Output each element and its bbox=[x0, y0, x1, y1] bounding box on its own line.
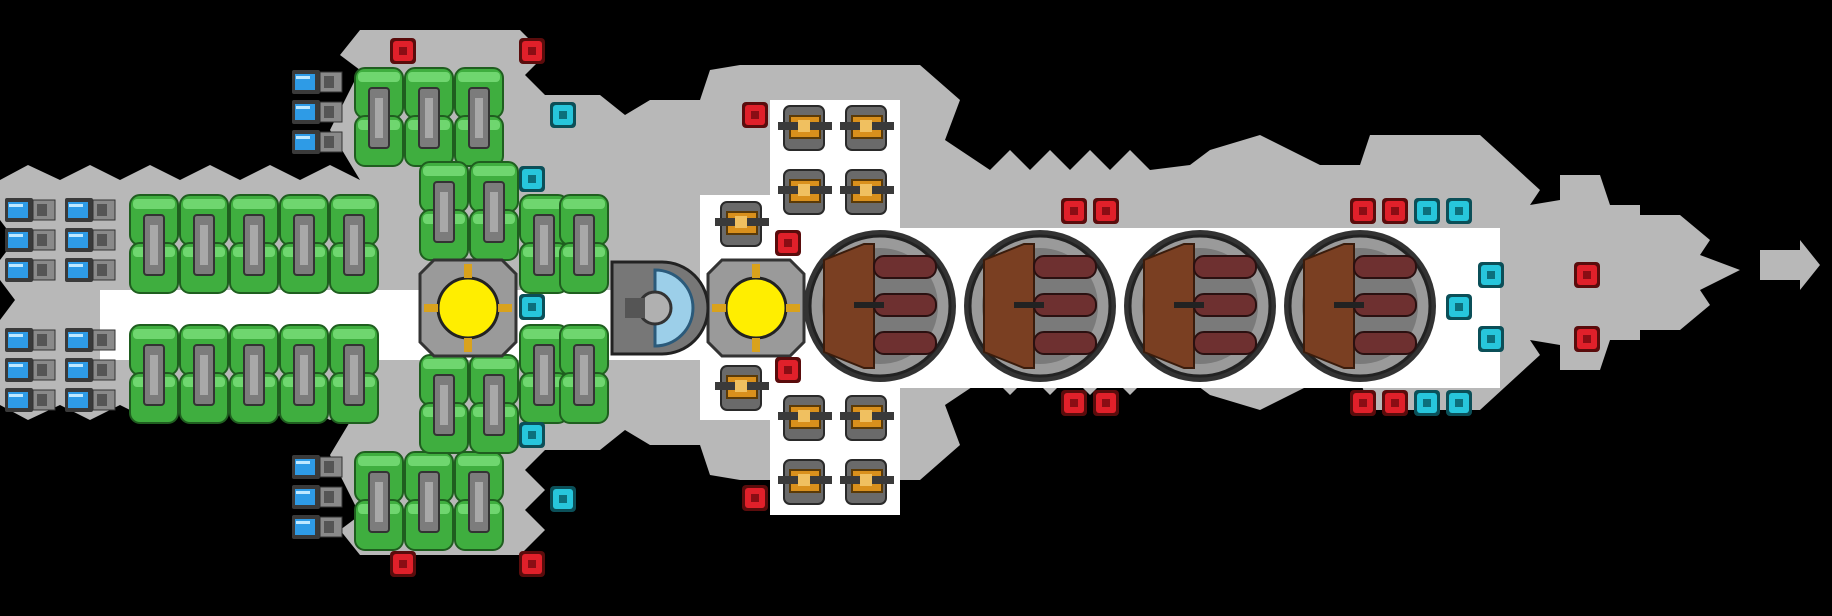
red-block-icon bbox=[775, 230, 801, 256]
cyan-block-icon bbox=[519, 422, 545, 448]
orange-gun-turret-icon bbox=[777, 459, 833, 505]
green-tank-icon bbox=[179, 324, 229, 424]
orange-gun-turret-icon bbox=[777, 395, 833, 441]
green-tank-icon bbox=[329, 324, 379, 424]
cyan-block-icon bbox=[1478, 262, 1504, 288]
blue-thruster-icon bbox=[64, 257, 116, 283]
red-block-icon bbox=[742, 102, 768, 128]
red-block-icon bbox=[775, 357, 801, 383]
green-tank-icon bbox=[229, 324, 279, 424]
triple-barrel-cannon-icon bbox=[802, 228, 958, 384]
cyan-block-icon bbox=[1414, 198, 1440, 224]
blue-thruster-icon bbox=[291, 484, 343, 510]
blue-thruster-icon bbox=[64, 227, 116, 253]
red-block-icon bbox=[742, 485, 768, 511]
orange-gun-turret-icon bbox=[839, 169, 895, 215]
yellow-reactor-core-icon bbox=[706, 258, 806, 358]
green-tank-icon bbox=[329, 194, 379, 294]
blue-thruster-icon bbox=[64, 327, 116, 353]
green-tank-icon bbox=[454, 451, 504, 551]
cyan-block-icon bbox=[1446, 198, 1472, 224]
blue-thruster-icon bbox=[4, 387, 56, 413]
red-block-icon bbox=[1574, 326, 1600, 352]
green-tank-icon bbox=[354, 67, 404, 167]
red-block-icon bbox=[1382, 198, 1408, 224]
red-block-icon bbox=[519, 38, 545, 64]
blue-thruster-icon bbox=[291, 514, 343, 540]
green-tank-icon bbox=[469, 354, 519, 454]
green-tank-icon bbox=[404, 451, 454, 551]
blue-thruster-icon bbox=[291, 454, 343, 480]
orange-gun-turret-icon bbox=[839, 459, 895, 505]
triple-barrel-cannon-icon bbox=[1122, 228, 1278, 384]
green-tank-icon bbox=[454, 67, 504, 167]
blue-thruster-icon bbox=[4, 357, 56, 383]
green-tank-icon bbox=[179, 194, 229, 294]
cyan-block-icon bbox=[519, 166, 545, 192]
blue-thruster-icon bbox=[64, 387, 116, 413]
green-tank-icon bbox=[419, 161, 469, 261]
red-block-icon bbox=[1061, 390, 1087, 416]
red-block-icon bbox=[1350, 198, 1376, 224]
blue-thruster-icon bbox=[4, 257, 56, 283]
green-tank-icon bbox=[229, 194, 279, 294]
red-block-icon bbox=[1093, 198, 1119, 224]
orange-gun-turret-icon bbox=[714, 365, 770, 411]
cyan-block-icon bbox=[1414, 390, 1440, 416]
red-block-icon bbox=[1350, 390, 1376, 416]
green-tank-icon bbox=[559, 194, 609, 294]
orange-gun-turret-icon bbox=[714, 201, 770, 247]
blue-thruster-icon bbox=[4, 197, 56, 223]
yellow-reactor-core-icon bbox=[418, 258, 518, 358]
orange-gun-turret-icon bbox=[777, 105, 833, 151]
orange-gun-turret-icon bbox=[777, 169, 833, 215]
blue-thruster-icon bbox=[291, 129, 343, 155]
green-tank-icon bbox=[129, 324, 179, 424]
green-tank-icon bbox=[404, 67, 454, 167]
green-tank-icon bbox=[559, 324, 609, 424]
blue-thruster-icon bbox=[291, 69, 343, 95]
cyan-block-icon bbox=[550, 102, 576, 128]
triple-barrel-cannon-icon bbox=[1282, 228, 1438, 384]
red-block-icon bbox=[519, 551, 545, 577]
green-tank-icon bbox=[354, 451, 404, 551]
red-block-icon bbox=[390, 551, 416, 577]
green-tank-icon bbox=[279, 194, 329, 294]
red-block-icon bbox=[1574, 262, 1600, 288]
cyan-block-icon bbox=[519, 294, 545, 320]
green-tank-icon bbox=[129, 194, 179, 294]
red-block-icon bbox=[1382, 390, 1408, 416]
orange-gun-turret-icon bbox=[839, 395, 895, 441]
cyan-block-icon bbox=[1446, 390, 1472, 416]
red-block-icon bbox=[1093, 390, 1119, 416]
blue-thruster-icon bbox=[4, 227, 56, 253]
blue-thruster-icon bbox=[4, 327, 56, 353]
orange-gun-turret-icon bbox=[839, 105, 895, 151]
cyan-block-icon bbox=[1478, 326, 1504, 352]
cyan-block-icon bbox=[1446, 294, 1472, 320]
cockpit-dome-icon bbox=[610, 260, 710, 356]
triple-barrel-cannon-icon bbox=[962, 228, 1118, 384]
cyan-block-icon bbox=[550, 486, 576, 512]
red-block-icon bbox=[390, 38, 416, 64]
green-tank-icon bbox=[279, 324, 329, 424]
blue-thruster-icon bbox=[291, 99, 343, 125]
red-block-icon bbox=[1061, 198, 1087, 224]
blue-thruster-icon bbox=[64, 197, 116, 223]
green-tank-icon bbox=[469, 161, 519, 261]
blue-thruster-icon bbox=[64, 357, 116, 383]
green-tank-icon bbox=[419, 354, 469, 454]
